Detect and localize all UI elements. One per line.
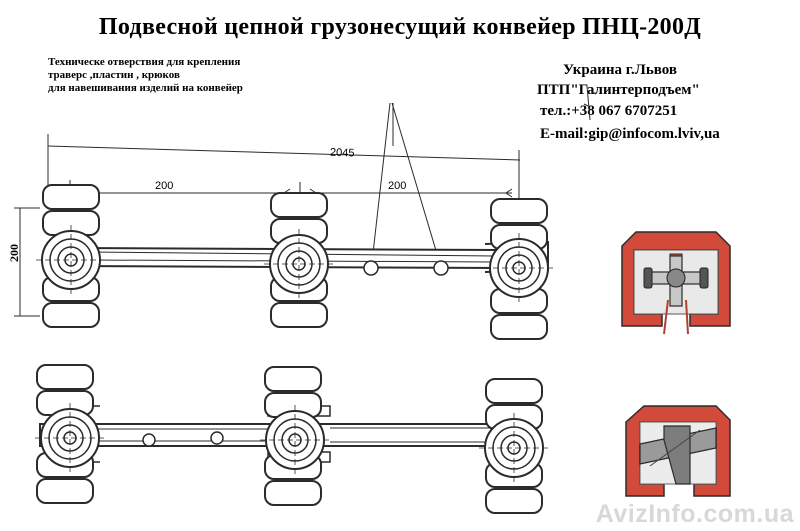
dim-line-total — [47, 145, 521, 161]
leader-line-1 — [371, 102, 391, 263]
note-line-2: траверс ,пластин , крюков — [48, 69, 180, 81]
dim-total: 2045 — [330, 147, 355, 160]
guide-roller — [264, 366, 322, 418]
leader-line-2 — [391, 102, 441, 265]
dim-pitch-right: 200 — [388, 180, 406, 192]
dim-pitch-left: 200 — [155, 180, 173, 192]
note-line-1: Техническе отверствия для крепления — [48, 56, 241, 68]
contact-phone: тел.:+38 067 6707251 — [540, 103, 678, 119]
mounting-hole — [433, 260, 449, 276]
contact-location: Украина г.Львов — [563, 62, 678, 78]
contact-email[interactable]: E-mail:gip@infocom.lviv,ua — [540, 126, 720, 142]
mounting-hole — [363, 260, 379, 276]
note-line-3: для навешивания изделий на конвейер — [48, 82, 243, 94]
holes-note: Техническе отверствия для крепления трав… — [48, 56, 243, 95]
page-title: Подвесной цепной грузонесущий конвейер П… — [98, 14, 702, 40]
dim-height: 200 — [7, 244, 21, 262]
watermark: AvizInfo.com.ua — [595, 500, 794, 528]
rail-profile-section-bottom — [625, 405, 731, 497]
bottom-view — [34, 364, 550, 514]
mounting-hole — [210, 431, 224, 445]
top-view — [14, 85, 597, 340]
mounting-hole — [142, 433, 156, 447]
contact-company: ПТП"Галинтерподъем" — [537, 82, 700, 98]
guide-roller — [36, 364, 94, 416]
rail-profile-section-top — [621, 231, 731, 335]
